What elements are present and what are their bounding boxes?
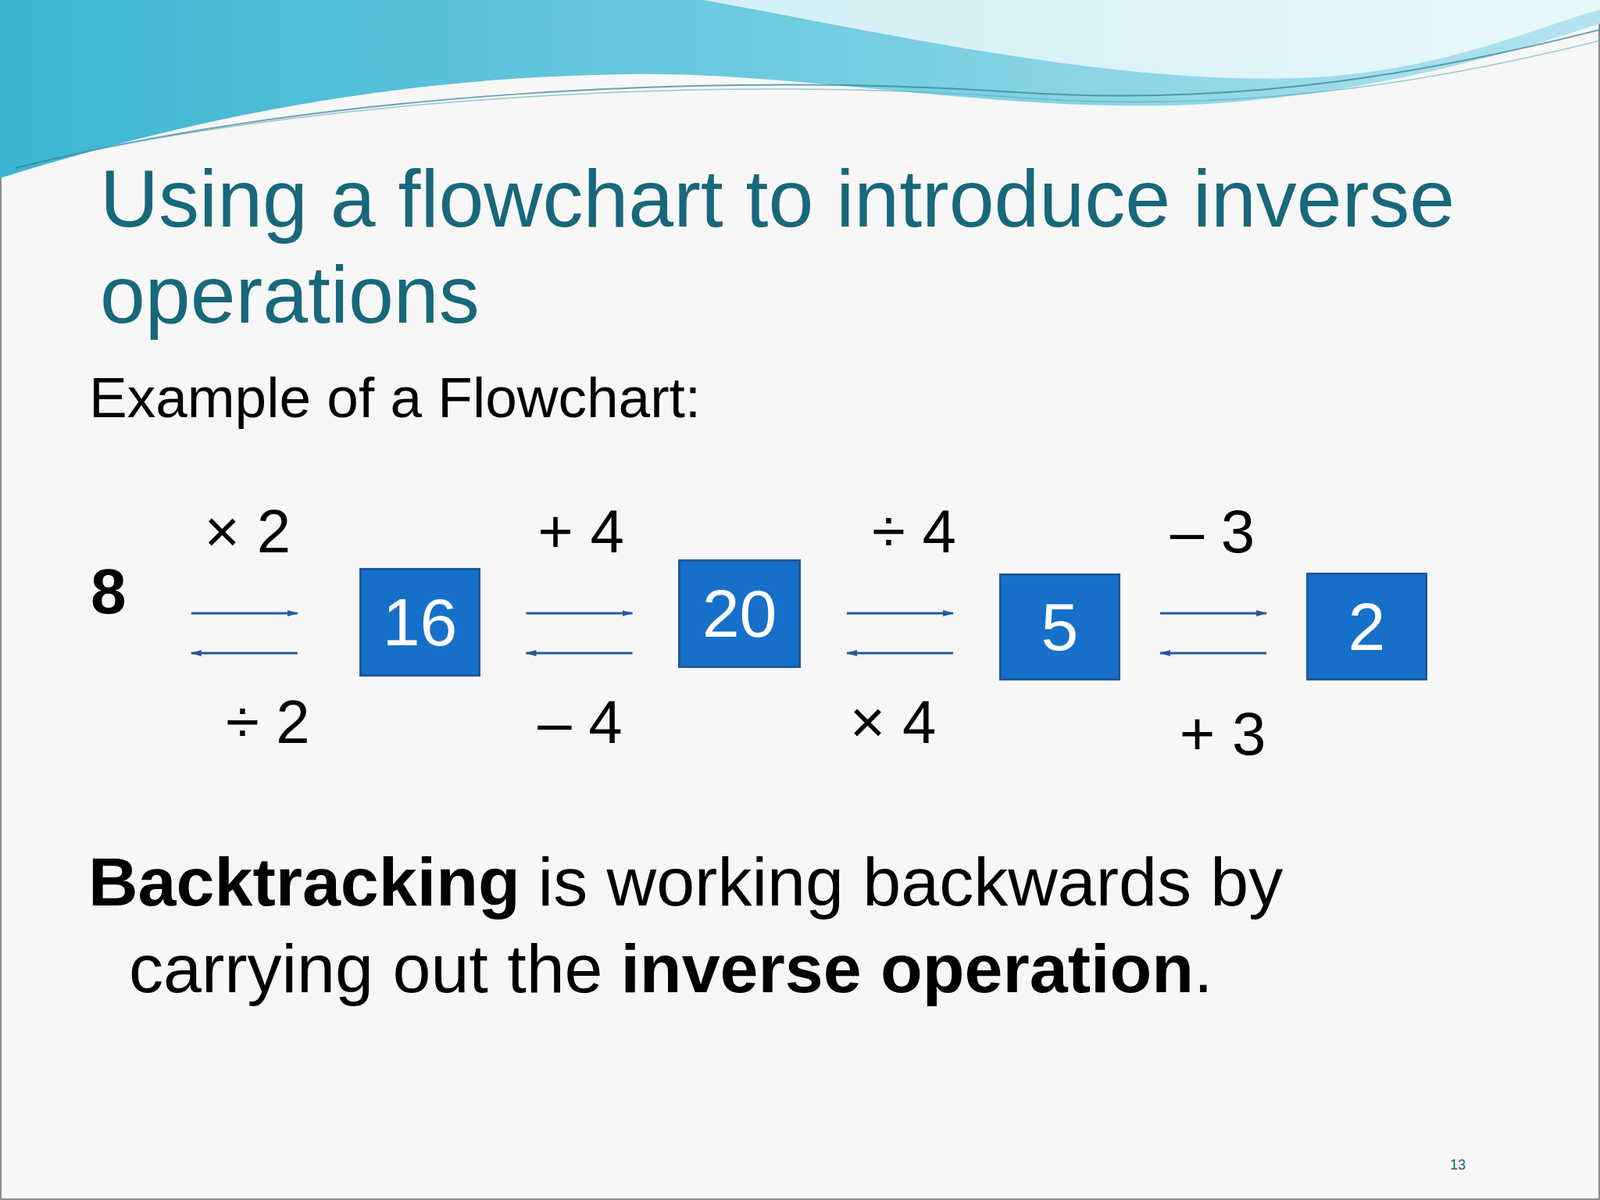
flow-arrow	[191, 652, 298, 655]
page-number: 13	[1450, 1157, 1466, 1175]
operation-label: × 4	[850, 689, 937, 757]
flow-arrow	[191, 612, 298, 615]
value-box: 2	[1306, 572, 1428, 681]
operation-label: – 3	[1170, 498, 1255, 566]
node-value: 5	[1041, 589, 1079, 665]
subheading: Example of a Flowchart:	[89, 363, 701, 433]
header-line	[31, 40, 1600, 163]
value-box: 16	[359, 567, 481, 677]
node-value: 20	[702, 576, 778, 651]
header-swoosh	[703, 0, 1600, 79]
value-box: 20	[678, 559, 801, 668]
node-value: 2	[1348, 589, 1386, 665]
operation-label: × 2	[204, 498, 292, 566]
flow-arrow	[526, 612, 633, 615]
flow-arrow	[846, 612, 954, 615]
node-value: 16	[382, 585, 458, 660]
term: inverse operation	[620, 929, 1194, 1008]
operation-label: ÷ 2	[225, 689, 311, 757]
operation-label: – 4	[537, 689, 622, 757]
node-value: 8	[90, 554, 127, 629]
header-line	[15, 29, 1600, 168]
punctuation: .	[1193, 929, 1213, 1008]
flow-arrow	[846, 652, 954, 655]
header-wave	[0, 0, 1600, 179]
operation-label: + 4	[537, 498, 625, 566]
operation-label: ÷ 4	[871, 498, 957, 566]
term: Backtracking	[88, 842, 521, 921]
flow-arrow	[1160, 612, 1267, 615]
definition-paragraph: Backtrackingis working backwards by carr…	[88, 838, 1473, 1012]
flow-arrow	[526, 652, 633, 655]
operation-label: + 3	[1179, 700, 1267, 768]
value-box: 5	[999, 573, 1121, 681]
start-value: 8	[87, 553, 130, 630]
flow-arrow	[1160, 652, 1267, 655]
slide-title: Using a flowchart to introduce inverse o…	[100, 150, 1507, 343]
